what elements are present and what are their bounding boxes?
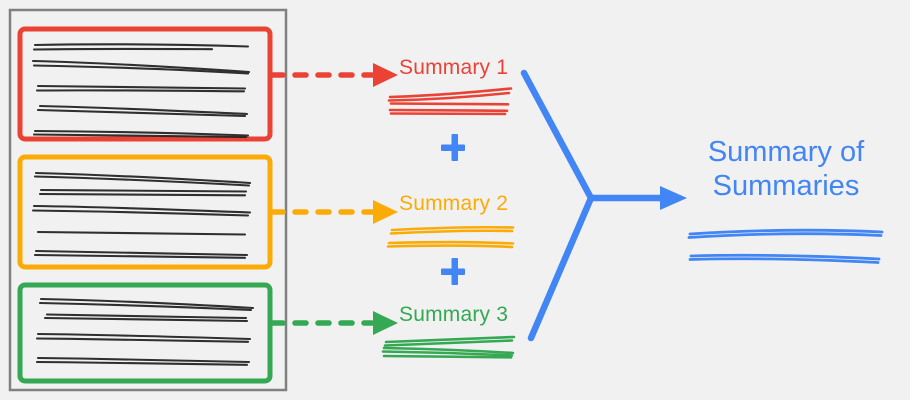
dashed-arrow-green xyxy=(269,311,398,335)
red-document-text-lines xyxy=(31,43,251,139)
blue-merge-arrow xyxy=(520,69,687,342)
summary-2-label: Summary 2 xyxy=(399,192,509,215)
dashed-arrow-yellow xyxy=(269,200,398,224)
summary-3-sketch-lines xyxy=(381,335,516,359)
summary-2-sketch-lines xyxy=(386,225,515,249)
green-document-box[interactable] xyxy=(17,282,273,384)
dashed-arrow-red xyxy=(269,63,398,87)
plus-icon-2 xyxy=(441,258,465,285)
final-summary-line-2: Summaries xyxy=(712,170,860,202)
green-document-text-lines xyxy=(35,297,255,366)
summary-1-sketch-lines xyxy=(387,87,513,116)
red-document-box[interactable] xyxy=(17,26,273,142)
final-summary-label: Summary of Summaries xyxy=(688,135,884,203)
final-summary-sketch-lines xyxy=(687,228,884,264)
summary-1-label: Summary 1 xyxy=(399,56,509,79)
plus-icon-1 xyxy=(441,134,465,161)
document-collection-border xyxy=(8,8,288,392)
yellow-document-text-lines xyxy=(31,171,252,259)
summary-3-label: Summary 3 xyxy=(399,303,509,326)
final-summary-line-1: Summary of xyxy=(707,136,865,168)
